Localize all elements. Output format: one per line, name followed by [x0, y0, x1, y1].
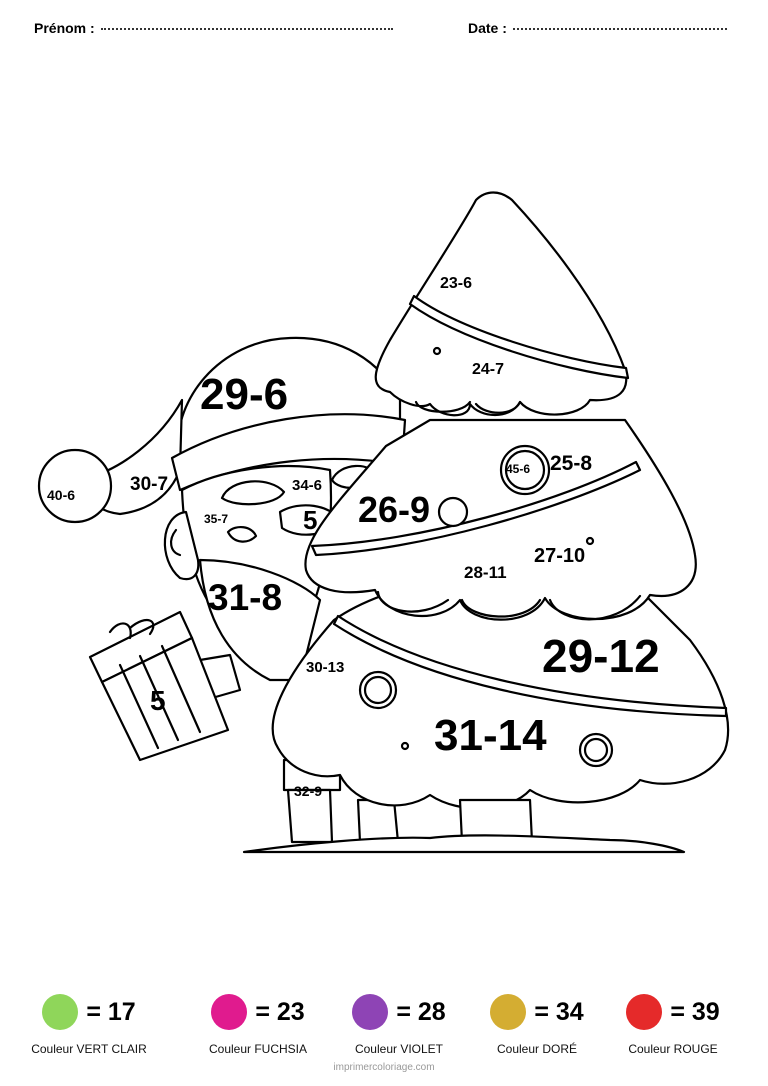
label-nose: 5	[303, 505, 317, 535]
name-dotted-line[interactable]	[100, 27, 393, 30]
label-tree-mid-band: 25-8	[550, 452, 592, 475]
label-tree-mid: 26-9	[358, 489, 430, 530]
label-cheek: 35-7	[204, 512, 228, 526]
legend-color-name: Couleur VIOLET	[354, 1042, 444, 1056]
label-gift: 5	[150, 685, 166, 716]
label-hat-band: 30-7	[130, 474, 168, 495]
santa-ear[interactable]	[163, 510, 200, 581]
snow-ground	[242, 834, 686, 854]
date-field[interactable]: Date :	[468, 20, 727, 36]
legend-value: = 23	[255, 997, 305, 1026]
santa-eyebrow-left[interactable]	[220, 480, 286, 506]
tree-middle-band[interactable]	[310, 460, 642, 557]
label-tree-low-left: 30-13	[306, 659, 344, 676]
ear-detail	[170, 528, 182, 557]
label-tree-top-band: 24-7	[472, 361, 504, 378]
label-hat: 29-6	[200, 370, 288, 419]
label-beard: 31-8	[208, 577, 282, 618]
color-swatch-icon	[490, 994, 527, 1030]
legend-color-name: Couleur DORÉ	[496, 1042, 578, 1056]
color-swatch-icon	[626, 994, 663, 1030]
label-tree-top: 23-6	[440, 275, 472, 292]
color-swatch-icon	[352, 994, 389, 1030]
site-watermark: imprimercoloriage.com	[333, 1062, 435, 1073]
legend-item-red[interactable]: = 39 Couleur ROUGE	[598, 992, 748, 1056]
legend-color-name: Couleur ROUGE	[628, 1042, 718, 1056]
label-tree-mid-scallop: 28-11	[464, 563, 507, 582]
ornament-purple-top-inner	[504, 449, 546, 491]
date-dotted-line[interactable]	[512, 27, 727, 30]
label-pompom: 40-6	[47, 487, 75, 503]
legend-value: = 28	[396, 997, 446, 1026]
label-eyebrow: 34-6	[292, 477, 322, 494]
legend-item-violet[interactable]: = 28 Couleur VIOLET	[324, 992, 474, 1056]
label-tree-mid-right: 27-10	[534, 545, 585, 567]
legend-item-gold[interactable]: = 34 Couleur DORÉ	[462, 992, 612, 1056]
hat-pompom[interactable]	[37, 448, 113, 524]
label-tree-bottom: 31-14	[434, 711, 547, 760]
legend-value: = 34	[534, 997, 584, 1026]
legend-item-fuchsia[interactable]: = 23 Couleur FUCHSIA	[183, 992, 333, 1056]
gift-box[interactable]	[88, 610, 230, 762]
ornament-mid[interactable]	[437, 496, 469, 528]
tree-top-band[interactable]	[408, 294, 630, 380]
color-legend: = 17 Couleur VERT CLAIR = 23 Couleur FUC…	[0, 992, 768, 1062]
label-ornament-small: 45-6	[506, 462, 530, 476]
ornament-tiny-top	[432, 346, 442, 356]
tree-top-scallop	[414, 400, 522, 414]
name-label: Prénom :	[34, 20, 95, 36]
color-swatch-icon	[211, 994, 248, 1030]
ornament-tiny-mid	[585, 536, 595, 546]
ornament-low-right-inner	[583, 737, 609, 763]
name-field[interactable]: Prénom :	[34, 20, 393, 36]
legend-color-name: Couleur FUCHSIA	[208, 1042, 308, 1056]
tree-bottom-band[interactable]	[332, 614, 728, 718]
ornament-tiny-low	[400, 741, 410, 751]
legend-value: = 39	[670, 997, 720, 1026]
santa-beard[interactable]	[198, 558, 322, 682]
legend-color-name: Couleur VERT CLAIR	[31, 1042, 147, 1056]
ornament-low-left-inner	[363, 675, 393, 705]
legend-item-green[interactable]: = 17 Couleur VERT CLAIR	[14, 992, 164, 1056]
ornament-purple-top[interactable]	[499, 444, 551, 496]
santa-cheek[interactable]	[226, 526, 258, 543]
color-swatch-icon	[42, 994, 79, 1030]
legend-value: = 17	[86, 997, 136, 1026]
date-label: Date :	[468, 20, 507, 36]
label-tree-low-band: 29-12	[542, 630, 660, 682]
tree-middle-scallop	[376, 590, 642, 621]
label-boot: 32-9	[294, 783, 322, 799]
